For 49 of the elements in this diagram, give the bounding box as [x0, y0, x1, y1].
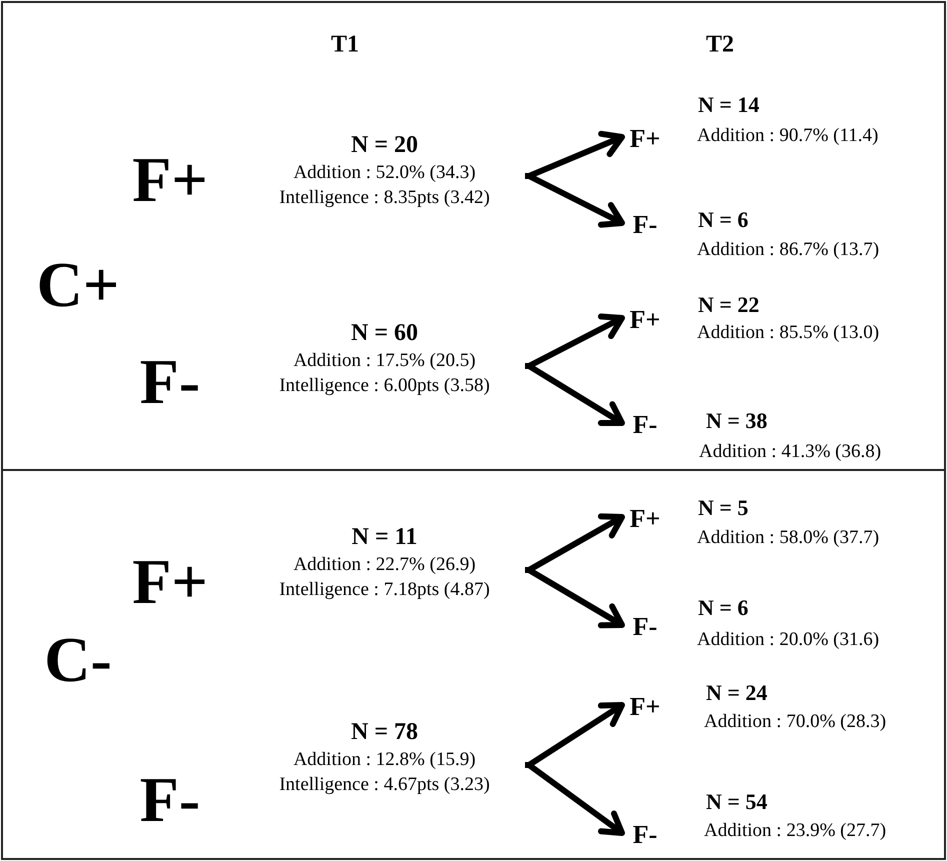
count-text: N = 6	[698, 595, 748, 621]
stat-text: Intelligence : 4.67pts (3.23)	[278, 773, 491, 797]
count-text: N = 6	[698, 207, 748, 233]
stat-text: Addition : 20.0% (31.6)	[697, 629, 880, 651]
count-text: N = 14	[698, 92, 760, 118]
arrow	[525, 762, 625, 836]
group-label: F-	[624, 612, 666, 642]
stat-text: Addition : 90.7% (11.4)	[697, 125, 878, 147]
stat-text: Addition : 22.7% (26.9)	[292, 553, 477, 577]
stat-text: Addition : 41.3% (36.8)	[699, 441, 882, 463]
count-text: N = 5	[698, 495, 748, 521]
column-header: T1	[331, 32, 359, 58]
group-label: F-	[140, 763, 200, 837]
column-header: T2	[706, 32, 734, 58]
stat-text: Addition : 17.5% (20.5)	[292, 349, 477, 373]
stat-text: Intelligence : 6.00pts (3.58)	[278, 374, 491, 398]
group-label: C-	[44, 623, 112, 697]
count-text: N = 20	[350, 131, 419, 160]
group-label: F+	[624, 692, 666, 722]
stat-text: Addition : 12.8% (15.9)	[292, 748, 477, 772]
count-text: N = 22	[698, 292, 760, 318]
count-text: N = 11	[350, 523, 418, 552]
count-text: N = 54	[706, 789, 768, 815]
group-label: F-	[624, 820, 666, 850]
stat-text: Addition : 70.0% (28.3)	[704, 711, 886, 733]
stat-text: Addition : 85.5% (13.0)	[697, 322, 880, 344]
group-label: F+	[132, 143, 208, 217]
panel-frame	[1, 469, 946, 860]
stat-text: Addition : 52.0% (34.3)	[292, 161, 477, 185]
group-label: F-	[624, 210, 666, 240]
stat-text: Intelligence : 8.35pts (3.42)	[278, 186, 491, 210]
stat-text: Intelligence : 7.18pts (4.87)	[278, 578, 491, 602]
stat-text: Addition : 23.9% (27.7)	[704, 820, 886, 842]
group-label: F+	[624, 305, 666, 335]
count-text: N = 24	[706, 680, 768, 706]
arrow	[525, 567, 625, 628]
arrow	[525, 363, 625, 426]
group-label: F-	[624, 410, 666, 440]
stat-text: Addition : 86.7% (13.7)	[697, 239, 880, 261]
group-label: F+	[132, 545, 208, 619]
group-label: F-	[140, 345, 200, 419]
stat-text: Addition : 58.0% (37.7)	[697, 527, 880, 549]
count-text: N = 78	[350, 718, 419, 747]
group-label: F+	[624, 504, 666, 534]
count-text: N = 60	[350, 319, 419, 348]
panel-frame	[1, 1, 946, 471]
count-text: N = 38	[706, 408, 768, 434]
group-label: F+	[624, 124, 666, 154]
group-label: C+	[36, 248, 120, 322]
